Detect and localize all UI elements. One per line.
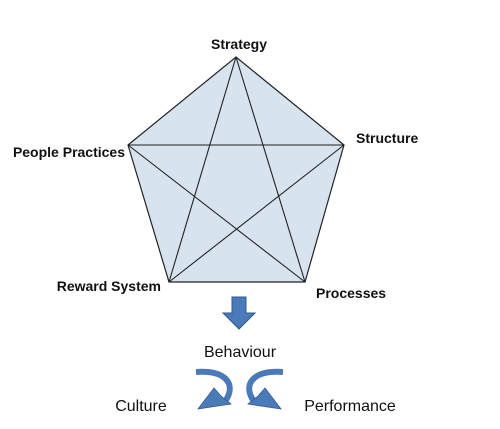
star-lines (127, 56, 345, 283)
curved-arrow-left-icon (195, 368, 233, 410)
label-strategy: Strategy (211, 36, 267, 52)
label-culture: Culture (115, 398, 167, 415)
label-reward-system: Reward System (57, 278, 161, 294)
label-processes: Processes (316, 285, 386, 301)
label-performance: Performance (304, 398, 396, 415)
pentagon-shape (127, 56, 345, 283)
line-strategy-processes (235, 56, 306, 283)
label-behaviour: Behaviour (204, 344, 277, 361)
label-people-practices: People Practices (13, 144, 125, 160)
line-strategy-reward-system (168, 56, 237, 283)
line-structure-reward-system (168, 144, 345, 283)
down-arrow-icon (221, 296, 257, 330)
curved-arrow-right-icon (246, 368, 284, 410)
label-structure: Structure (356, 130, 418, 146)
line-people-practices-processes (127, 144, 306, 283)
